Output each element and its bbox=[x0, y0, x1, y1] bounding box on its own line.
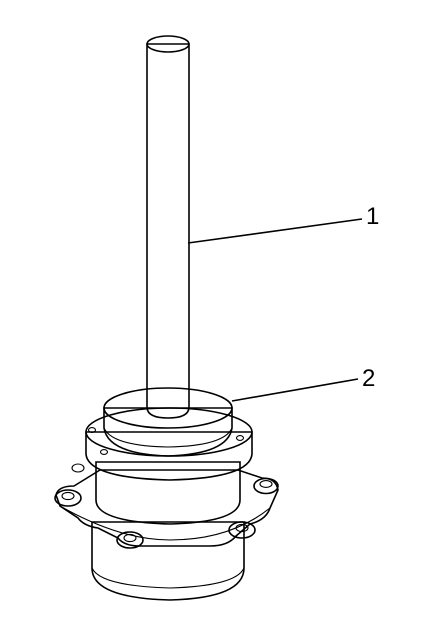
flange-bolt-boss-left bbox=[54, 489, 82, 507]
leader-line-2 bbox=[231, 378, 359, 402]
middle-cylinder bbox=[71, 461, 241, 525]
callout-label-2: 2 bbox=[362, 365, 375, 392]
flange-bolt-boss-right bbox=[253, 477, 279, 495]
housing-body bbox=[91, 521, 245, 601]
callout-label-1: 1 bbox=[366, 203, 379, 230]
callout-1: 1 bbox=[187, 203, 379, 244]
tool-shaft bbox=[146, 35, 190, 419]
tool-plate bbox=[103, 387, 233, 457]
flange-bolt-boss-front-left bbox=[116, 531, 144, 549]
leader-line-1 bbox=[187, 218, 363, 244]
flange-bolt-boss-front-right bbox=[228, 521, 256, 539]
callout-2: 2 bbox=[231, 365, 375, 402]
